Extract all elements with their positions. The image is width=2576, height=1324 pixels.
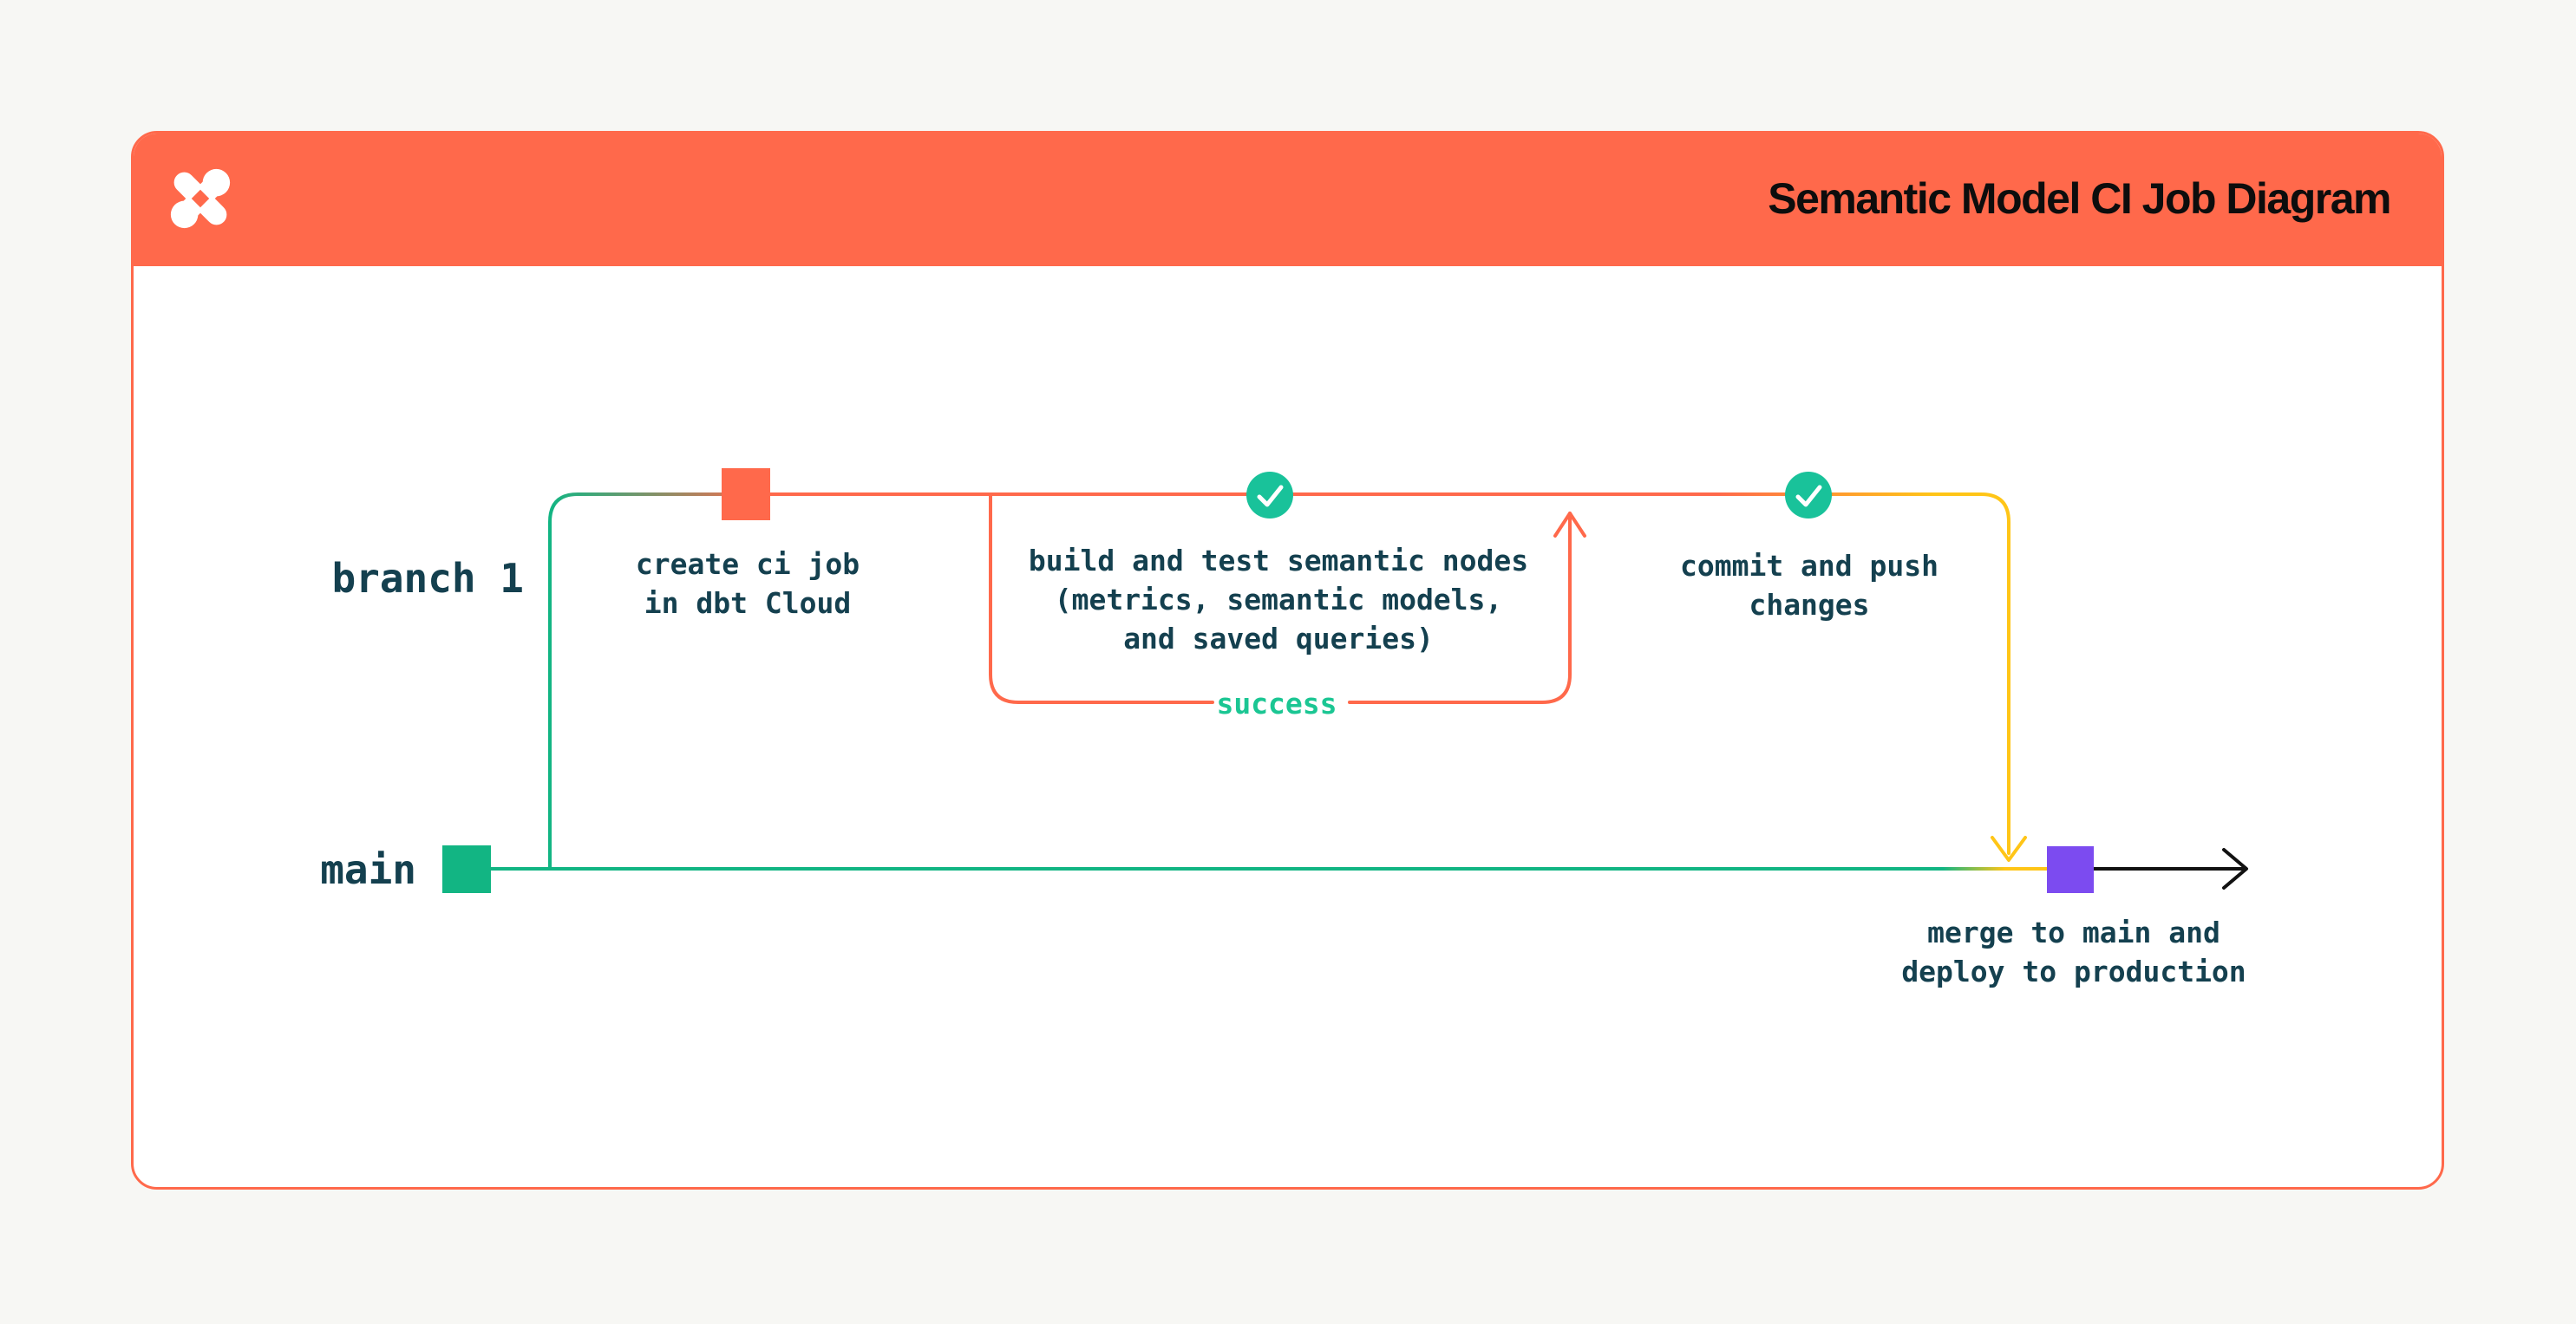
commit-marker-create-ci-job [722,468,770,520]
node-label-line: in dbt Cloud [644,586,852,620]
node-label-create-ci-job: create ci job in dbt Cloud [531,545,964,623]
success-annotation: success [1216,687,1337,721]
checkmark-glyph [1795,485,1822,507]
commit-marker-main-start [442,845,491,893]
page-title: Semantic Model CI Job Diagram [1768,174,2391,223]
lane-label-main: main [320,846,416,893]
lane-label-branch-1: branch 1 [331,555,524,602]
node-label-commit-and-push: commit and push changes [1592,546,2026,624]
node-label-line: build and test semantic nodes [1028,544,1529,577]
checkmark-glyph [1257,485,1284,507]
merge-down-arrowhead [1991,836,2027,862]
dbt-logo-icon [170,168,231,229]
node-label-line: deploy to production [1901,955,2246,988]
deploy-arrowhead [2222,848,2248,890]
node-label-line: commit and push [1679,549,1939,583]
node-label-line: and saved queries) [1123,622,1434,655]
success-loop-left [989,494,1214,704]
success-loop-right [1348,512,1572,704]
node-label-merge-and-deploy: merge to main and deploy to production [1857,913,2291,991]
node-label-line: (metrics, semantic models, [1054,583,1503,616]
node-label-line: changes [1749,588,1870,622]
card-header: Semantic Model CI Job Diagram [134,134,2442,266]
check-icon [1785,472,1832,519]
diagram-card: Semantic Model CI Job Diagram [131,131,2444,1190]
node-label-build-and-test: build and test semantic nodes (metrics, … [992,541,1565,658]
success-loop-arrowhead [1553,512,1586,538]
commit-marker-merge [2047,846,2094,893]
node-label-line: create ci job [635,547,860,581]
node-label-line: merge to main and [1927,916,2220,949]
check-icon [1246,472,1293,519]
